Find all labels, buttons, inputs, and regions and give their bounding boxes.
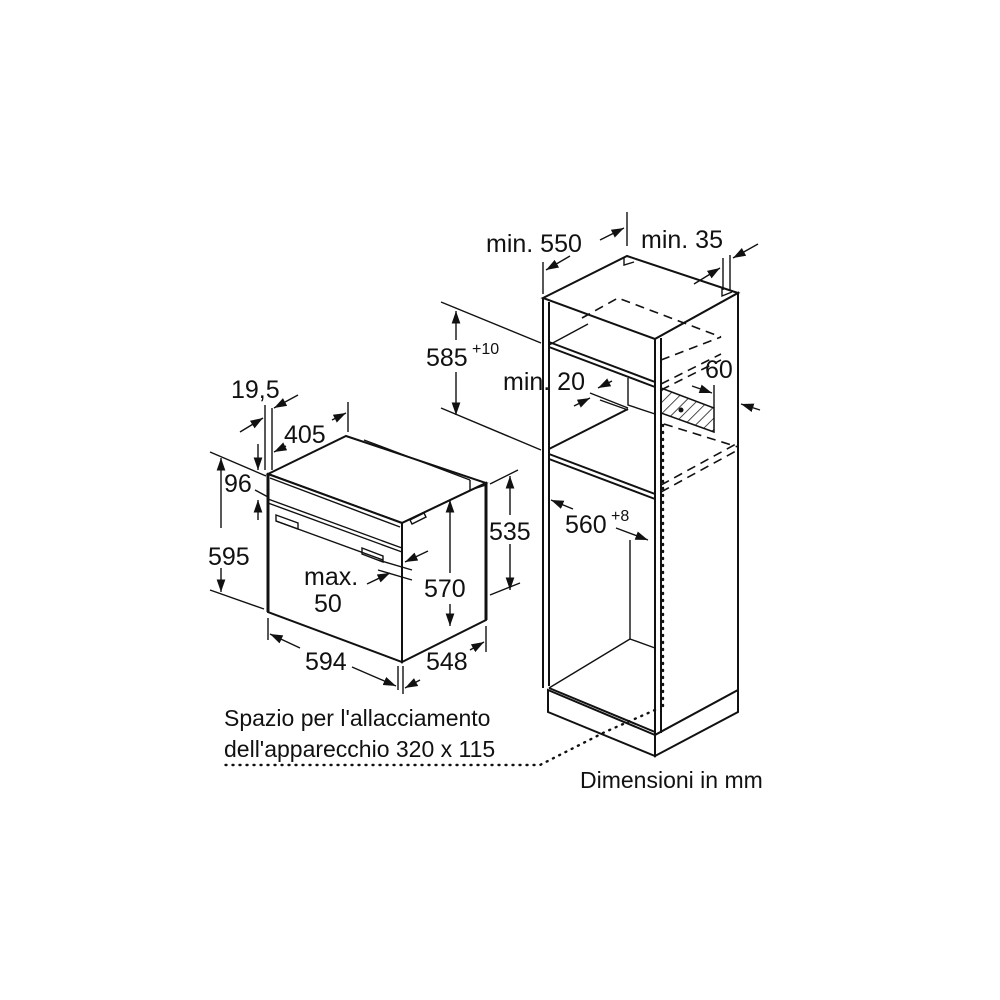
dim-max-label: max.: [304, 563, 358, 591]
dim-min-35: min. 35: [641, 226, 723, 254]
dim-560: 560: [565, 511, 607, 539]
oven-drawing: [265, 434, 489, 664]
dim-595: 595: [208, 543, 250, 571]
dim-585-tolerance: +10: [472, 341, 499, 358]
dim-19-5: 19,5: [231, 376, 280, 404]
unit-note: Dimensioni in mm: [580, 767, 763, 793]
connection-note-line1: Spazio per l'allacciamento: [224, 705, 490, 731]
notes: Spazio per l'allacciamento dell'apparecc…: [224, 705, 763, 793]
dim-min-20: min. 20: [503, 368, 585, 396]
connection-note-line2: dell'apparecchio 320 x 115: [224, 736, 495, 762]
dim-570: 570: [424, 575, 466, 603]
dim-60: 60: [705, 356, 733, 384]
dim-585: 585: [426, 344, 468, 372]
dim-405: 405: [284, 421, 326, 449]
dim-96: 96: [224, 470, 252, 498]
dim-535: 535: [489, 518, 531, 546]
cabinet-drawing: [223, 254, 741, 767]
dim-max-value: 50: [314, 590, 342, 618]
dim-min-550: min. 550: [486, 230, 582, 258]
cabinet-dimensions: min. 550 min. 35 585 +10 min. 20 60 560 …: [426, 212, 761, 541]
dim-560-tolerance: +8: [611, 508, 629, 525]
dim-594: 594: [305, 648, 347, 676]
oven-dimensions: 19,5 405 96 595 max. 50 570 535: [208, 376, 531, 694]
dim-548: 548: [426, 648, 468, 676]
